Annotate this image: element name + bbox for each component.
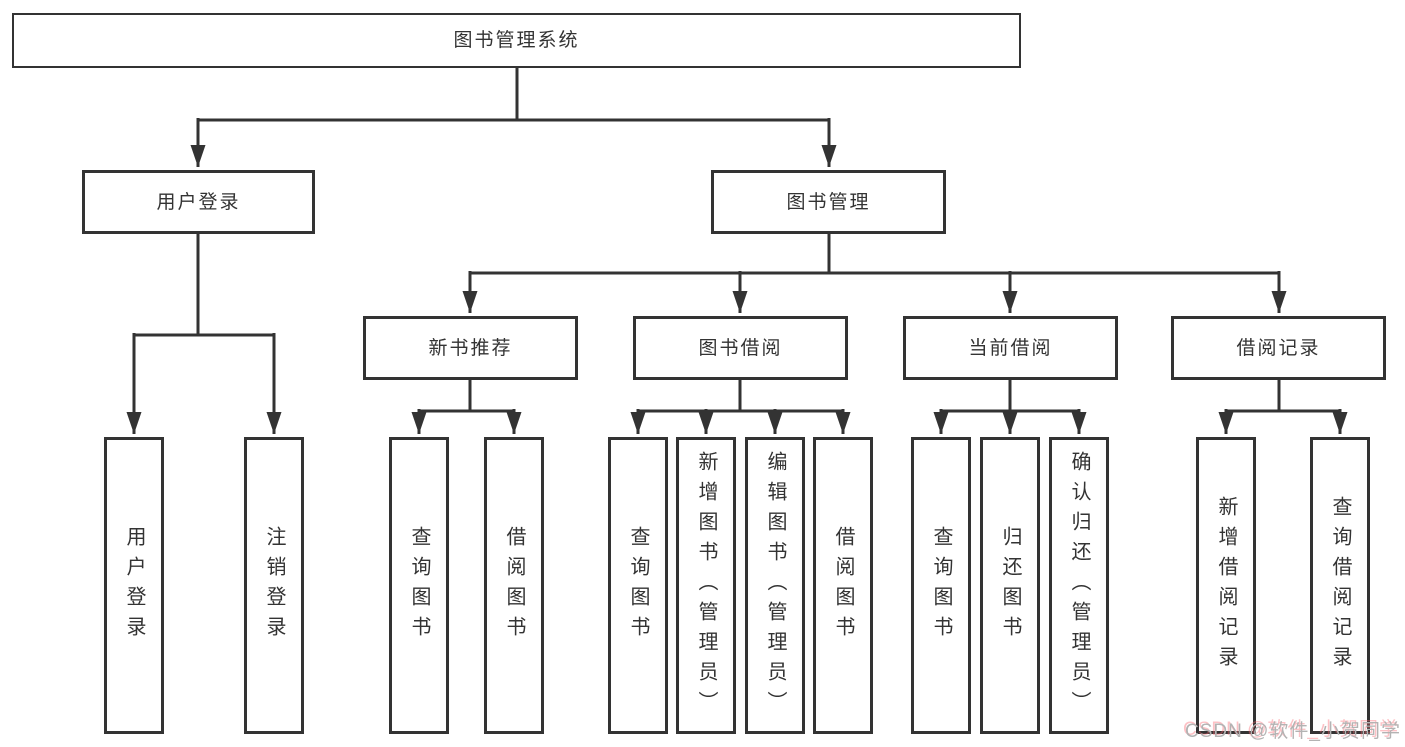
leaf-query-books-recommend: 查询图书	[389, 437, 449, 734]
node-library-system: 图书管理系统	[12, 13, 1021, 68]
leaf-confirm-return-admin-label: 确认归还（管理员）	[1068, 450, 1090, 721]
leaf-edit-book-admin: 编辑图书（管理员）	[745, 437, 805, 734]
leaf-logout-login: 注销登录	[244, 437, 304, 734]
leaf-borrow-books-borrowing: 借阅图书	[813, 437, 873, 734]
node-book-borrowing-label: 图书借阅	[698, 337, 783, 359]
leaf-query-borrow-record-label: 查询借阅记录	[1329, 495, 1351, 676]
leaf-borrow-books-borrowing-label: 借阅图书	[832, 525, 854, 646]
leaf-add-book-admin-label: 新增图书（管理员）	[695, 450, 717, 721]
leaf-query-books-borrowing: 查询图书	[608, 437, 668, 734]
leaf-query-books-borrowing-label: 查询图书	[627, 525, 649, 646]
leaf-query-books-recommend-label: 查询图书	[408, 525, 430, 646]
leaf-return-books-label: 归还图书	[999, 525, 1021, 646]
leaf-query-books-current: 查询图书	[911, 437, 971, 734]
node-new-book-recommend: 新书推荐	[363, 316, 578, 380]
node-user-login: 用户登录	[82, 170, 315, 234]
leaf-confirm-return-admin: 确认归还（管理员）	[1049, 437, 1109, 734]
node-library-system-label: 图书管理系统	[453, 30, 580, 51]
leaf-add-book-admin: 新增图书（管理员）	[676, 437, 736, 734]
leaf-user-login: 用户登录	[104, 437, 164, 734]
leaf-query-books-current-label: 查询图书	[930, 525, 952, 646]
node-new-book-recommend-label: 新书推荐	[428, 337, 513, 359]
node-borrowing-records: 借阅记录	[1171, 316, 1386, 380]
node-book-management-label: 图书管理	[786, 191, 871, 213]
leaf-logout-login-label: 注销登录	[263, 525, 285, 646]
leaf-add-borrow-record-label: 新增借阅记录	[1215, 495, 1237, 676]
leaf-query-borrow-record: 查询借阅记录	[1310, 437, 1370, 734]
leaf-borrow-books-recommend: 借阅图书	[484, 437, 544, 734]
csdn-watermark: CSDN @软件_小贺同学	[1185, 721, 1401, 742]
node-book-borrowing: 图书借阅	[633, 316, 848, 380]
leaf-return-books: 归还图书	[980, 437, 1040, 734]
leaf-edit-book-admin-label: 编辑图书（管理员）	[764, 450, 786, 721]
leaf-borrow-books-recommend-label: 借阅图书	[503, 525, 525, 646]
node-user-login-label: 用户登录	[156, 191, 241, 213]
leaf-user-login-label: 用户登录	[123, 525, 145, 646]
node-current-borrowing: 当前借阅	[903, 316, 1118, 380]
node-current-borrowing-label: 当前借阅	[968, 337, 1053, 359]
node-borrowing-records-label: 借阅记录	[1236, 337, 1321, 359]
leaf-add-borrow-record: 新增借阅记录	[1196, 437, 1256, 734]
node-book-management: 图书管理	[711, 170, 946, 234]
